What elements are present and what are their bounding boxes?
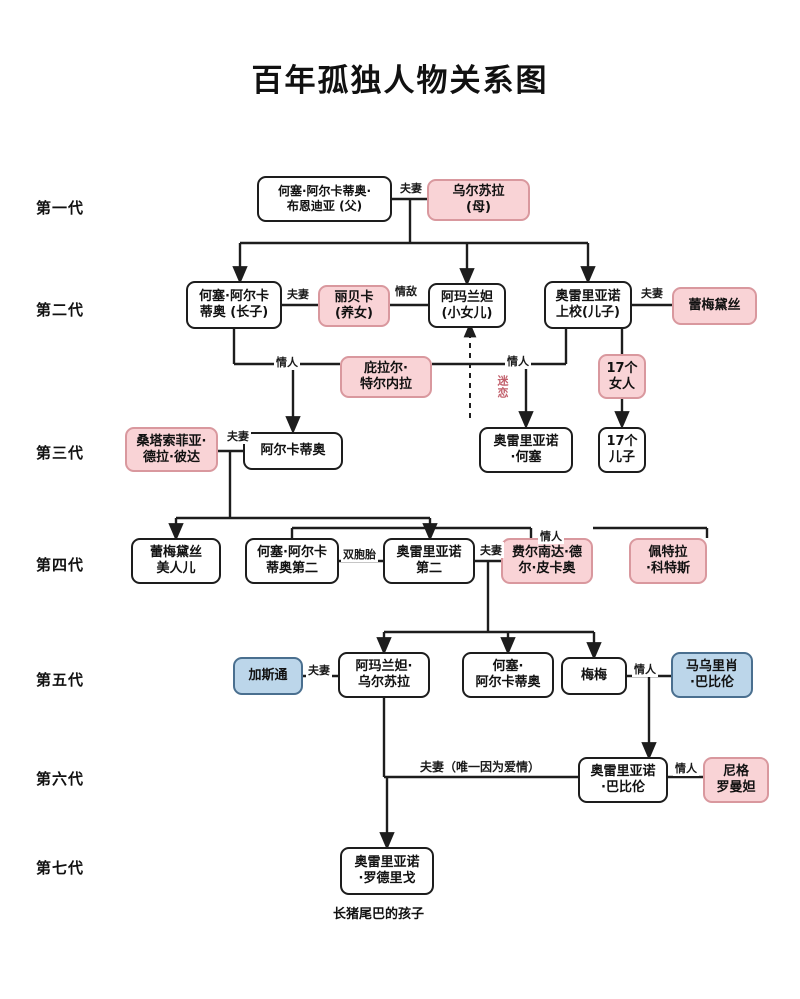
n-aureliano-jose-label: 奥雷里亚诺 ·何塞 bbox=[493, 434, 559, 465]
n-jose-arcadio-label: 何塞· 阿尔卡蒂奥 bbox=[475, 659, 541, 690]
n-17women-label: 17个 女人 bbox=[606, 360, 638, 392]
gen-label-5: 第五代 bbox=[36, 671, 85, 689]
n-amaranta[interactable]: 阿玛兰妲 (小女儿) bbox=[428, 283, 506, 328]
n-meme[interactable]: 梅梅 bbox=[561, 657, 627, 695]
n-nigromanta-label: 尼格 罗曼妲 bbox=[716, 764, 756, 795]
n-remedios-beauty-label: 蕾梅黛丝 美人儿 bbox=[149, 545, 202, 576]
n-pilar[interactable]: 庇拉尔· 特尔内拉 bbox=[340, 356, 432, 398]
n-arcadio-label: 阿尔卡蒂奥 bbox=[260, 443, 326, 459]
n-aureliano-rodrigo-label: 奥雷里亚诺 ·罗德里戈 bbox=[354, 855, 420, 886]
n-amaranta-ursula[interactable]: 阿玛兰妲· 乌尔苏拉 bbox=[338, 652, 430, 698]
gen-label-6: 第六代 bbox=[36, 770, 85, 788]
el-g5-couple: 夫妻 bbox=[306, 662, 332, 678]
el-g2-couple-1: 夫妻 bbox=[285, 286, 311, 302]
n-remedios-beauty[interactable]: 蕾梅黛丝 美人儿 bbox=[131, 538, 221, 584]
n-aureliano-colonel-label: 奥雷里亚诺 上校(儿子) bbox=[555, 289, 621, 320]
n-amaranta-ursula-label: 阿玛兰妲· 乌尔苏拉 bbox=[355, 659, 413, 690]
el-g2-couple-2: 夫妻 bbox=[639, 285, 665, 301]
n-17sons-label: 17个 儿子 bbox=[606, 434, 638, 465]
n-jose-eldest[interactable]: 何塞·阿尔卡 蒂奥 (长子) bbox=[186, 281, 282, 329]
n-fernanda[interactable]: 费尔南达·德 尔·皮卡奥 bbox=[501, 538, 593, 584]
n-aureliano-jose[interactable]: 奥雷里亚诺 ·何塞 bbox=[479, 427, 573, 473]
n-mauricio-label: 马乌里肖 ·巴比伦 bbox=[685, 659, 738, 690]
n-remedios[interactable]: 蕾梅黛丝 bbox=[672, 287, 757, 325]
el-crush: 迷恋 bbox=[496, 375, 509, 399]
el-g4-couple: 夫妻 bbox=[478, 542, 504, 558]
gen-label-7: 第七代 bbox=[36, 859, 85, 877]
n-pilar-label: 庇拉尔· 特尔内拉 bbox=[359, 361, 412, 392]
el-twins: 双胞胎 bbox=[341, 546, 378, 562]
el-g4-lover: 情人 bbox=[538, 528, 564, 544]
n-mauricio[interactable]: 马乌里肖 ·巴比伦 bbox=[671, 652, 753, 698]
n-jose-eldest-label: 何塞·阿尔卡 蒂奥 (长子) bbox=[199, 289, 269, 320]
n-aureliano-second-label: 奥雷里亚诺 第二 bbox=[396, 545, 462, 576]
n-santa-sofia-label: 桑塔索菲亚· 德拉·彼达 bbox=[136, 433, 207, 465]
n-jose-buendia[interactable]: 何塞·阿尔卡蒂奥· 布恩迪亚 (父) bbox=[257, 176, 392, 222]
gen-label-4: 第四代 bbox=[36, 556, 85, 574]
page-title: 百年孤独人物关系图 bbox=[251, 63, 549, 99]
n-meme-label: 梅梅 bbox=[580, 668, 607, 684]
n-rebeca[interactable]: 丽贝卡 (养女) bbox=[318, 285, 390, 327]
el-g3-couple: 夫妻 bbox=[225, 428, 251, 444]
n-17women[interactable]: 17个 女人 bbox=[598, 354, 646, 399]
n-jose-second[interactable]: 何塞·阿尔卡 蒂奥第二 bbox=[245, 538, 339, 584]
n-amaranta-label: 阿玛兰妲 (小女儿) bbox=[440, 289, 493, 321]
n-17sons[interactable]: 17个 儿子 bbox=[598, 427, 646, 473]
n-remedios-label: 蕾梅黛丝 bbox=[688, 298, 741, 314]
n-aureliano-babilonia-label: 奥雷里亚诺 ·巴比伦 bbox=[590, 764, 656, 795]
el-g6-couple: 夫妻（唯一因为爱情） bbox=[418, 758, 543, 775]
n-santa-sofia[interactable]: 桑塔索菲亚· 德拉·彼达 bbox=[125, 427, 218, 472]
n-fernanda-label: 费尔南达·德 尔·皮卡奥 bbox=[512, 545, 582, 576]
n-petra-label: 佩特拉 ·科特斯 bbox=[646, 545, 690, 576]
n-aureliano-rodrigo[interactable]: 奥雷里亚诺 ·罗德里戈 bbox=[340, 847, 434, 895]
n-aureliano-second[interactable]: 奥雷里亚诺 第二 bbox=[383, 538, 475, 584]
n-jose-second-label: 何塞·阿尔卡 蒂奥第二 bbox=[257, 545, 327, 576]
gen-label-1: 第一代 bbox=[36, 199, 85, 217]
n-gaston-label: 加斯通 bbox=[248, 668, 288, 684]
n-gaston[interactable]: 加斯通 bbox=[233, 657, 303, 695]
n-jose-arcadio[interactable]: 何塞· 阿尔卡蒂奥 bbox=[462, 652, 554, 698]
n-ursula[interactable]: 乌尔苏拉 (母) bbox=[427, 179, 530, 221]
n-ursula-label: 乌尔苏拉 (母) bbox=[452, 184, 505, 215]
n-jose-buendia-label: 何塞·阿尔卡蒂奥· 布恩迪亚 (父) bbox=[277, 184, 372, 213]
el-lover-right: 情人 bbox=[505, 353, 531, 369]
el-g2-rival: 情敌 bbox=[393, 283, 419, 299]
n-petra[interactable]: 佩特拉 ·科特斯 bbox=[629, 538, 707, 584]
cap-pigtail: 长猪尾巴的孩子 bbox=[333, 907, 425, 922]
n-aureliano-colonel[interactable]: 奥雷里亚诺 上校(儿子) bbox=[544, 281, 632, 329]
el-lover-left: 情人 bbox=[274, 354, 300, 370]
el-g5-lover: 情人 bbox=[632, 661, 658, 677]
n-nigromanta[interactable]: 尼格 罗曼妲 bbox=[703, 757, 769, 803]
el-g6-lover: 情人 bbox=[673, 760, 699, 776]
gen-label-2: 第二代 bbox=[36, 301, 85, 319]
n-arcadio[interactable]: 阿尔卡蒂奥 bbox=[243, 432, 343, 470]
n-aureliano-babilonia[interactable]: 奥雷里亚诺 ·巴比伦 bbox=[578, 757, 668, 803]
gen-label-3: 第三代 bbox=[36, 444, 85, 462]
el-g1-couple: 夫妻 bbox=[398, 180, 424, 196]
n-rebeca-label: 丽贝卡 (养女) bbox=[334, 290, 374, 321]
